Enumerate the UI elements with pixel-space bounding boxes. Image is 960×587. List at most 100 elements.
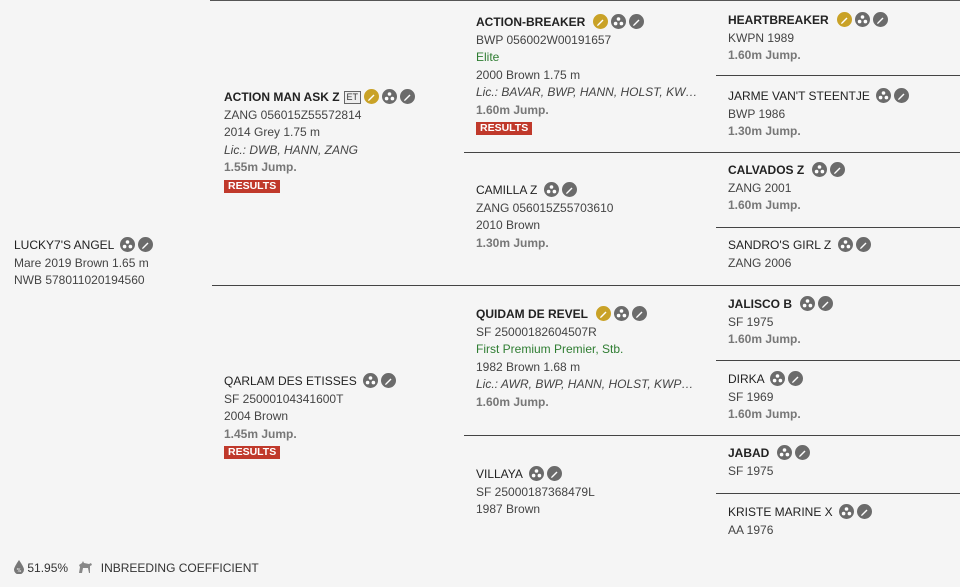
edit-icon[interactable] bbox=[629, 14, 645, 29]
svg-text:%: % bbox=[17, 568, 22, 574]
subject-name[interactable]: LUCKY7'S ANGEL bbox=[14, 238, 114, 252]
ss-elite: Elite bbox=[476, 50, 500, 64]
pedigree-icon[interactable] bbox=[611, 14, 627, 29]
dam-reg: SF 25000104341600T bbox=[224, 391, 344, 406]
pedigree-icon[interactable] bbox=[120, 237, 136, 252]
edit-icon[interactable] bbox=[546, 466, 562, 481]
sd-name[interactable]: CAMILLA Z bbox=[476, 183, 538, 197]
edit-icon[interactable] bbox=[364, 89, 380, 104]
ssd-jump: 1.30m Jump. bbox=[728, 124, 801, 138]
ds-reg: SF 25000182604507R bbox=[476, 324, 597, 339]
edit-icon[interactable] bbox=[593, 14, 609, 29]
pedigree-icon[interactable] bbox=[777, 445, 793, 460]
pedigree-icon[interactable] bbox=[854, 12, 870, 27]
divider-ss-sd bbox=[464, 152, 960, 153]
ds-elite: First Premium Premier, Stb. bbox=[476, 342, 624, 356]
edit-icon[interactable] bbox=[818, 296, 834, 311]
pedigree-icon[interactable] bbox=[876, 88, 892, 103]
dss-node: JALISCO B SF 1975 1.60m Jump. bbox=[728, 296, 834, 349]
ddd-reg: AA 1976 bbox=[728, 522, 774, 537]
ssd-name[interactable]: JARME VAN'T STEENTJE bbox=[728, 89, 870, 103]
sd-reg: ZANG 056015Z55703610 bbox=[476, 200, 614, 215]
edit-icon[interactable] bbox=[795, 445, 811, 460]
sd-info: 2010 Brown bbox=[476, 218, 541, 232]
results-button[interactable]: RESULTS bbox=[476, 122, 533, 135]
divider-dds-ddd bbox=[716, 493, 960, 494]
divider-sire-dam bbox=[212, 285, 960, 286]
edit-icon[interactable] bbox=[138, 237, 154, 252]
sire-name[interactable]: ACTION MAN ASK Z bbox=[224, 90, 340, 104]
subject-node: LUCKY7'S ANGEL Mare 2019 Brown 1.65 m NW… bbox=[14, 237, 154, 290]
ssd-node: JARME VAN'T STEENTJE BWP 1986 1.30m Jump… bbox=[728, 88, 910, 141]
pedigree-icon[interactable] bbox=[770, 371, 786, 386]
pedigree-icon[interactable] bbox=[382, 89, 398, 104]
results-button[interactable]: RESULTS bbox=[224, 446, 281, 459]
pedigree-icon[interactable] bbox=[614, 306, 630, 321]
edit-icon[interactable] bbox=[632, 306, 648, 321]
dam-info: 2004 Brown bbox=[224, 409, 289, 423]
edit-icon[interactable] bbox=[855, 237, 871, 252]
pedigree-icon[interactable] bbox=[812, 162, 828, 177]
pedigree-icon[interactable] bbox=[363, 373, 379, 388]
sss-name[interactable]: HEARTBREAKER bbox=[728, 13, 829, 27]
sdd-reg: ZANG 2006 bbox=[728, 255, 792, 270]
inbreeding-percent: 51.95% bbox=[27, 561, 69, 575]
edit-icon[interactable] bbox=[596, 306, 612, 321]
dd-info: 1987 Brown bbox=[476, 502, 541, 516]
sss-reg: KWPN 1989 bbox=[728, 30, 795, 45]
dds-reg: SF 1975 bbox=[728, 463, 774, 478]
inbreeding-footer: % 51.95% INBREEDING COEFFICIENT bbox=[14, 560, 259, 575]
ss-reg: BWP 056002W00191657 bbox=[476, 32, 612, 47]
divider-ds-dd bbox=[464, 435, 960, 436]
edit-icon[interactable] bbox=[872, 12, 888, 27]
ds-name[interactable]: QUIDAM DE REVEL bbox=[476, 307, 589, 321]
sss-jump: 1.60m Jump. bbox=[728, 48, 801, 62]
edit-icon[interactable] bbox=[561, 182, 577, 197]
et-badge: ET bbox=[343, 91, 362, 104]
ddd-name[interactable]: KRISTE MARINE X bbox=[728, 505, 833, 519]
pedigree-icon[interactable] bbox=[839, 504, 855, 519]
edit-icon[interactable] bbox=[857, 504, 873, 519]
dss-reg: SF 1975 bbox=[728, 314, 774, 329]
ss-node: ACTION-BREAKER BWP 056002W00191657 Elite… bbox=[476, 14, 700, 137]
dsd-name[interactable]: DIRKA bbox=[728, 372, 765, 386]
horse-icon bbox=[79, 561, 93, 573]
dam-name[interactable]: QARLAM DES ETISSES bbox=[224, 374, 357, 388]
pedigree-icon[interactable] bbox=[528, 466, 544, 481]
sdd-node: SANDRO'S GIRL Z ZANG 2006 bbox=[728, 237, 871, 272]
dsd-reg: SF 1969 bbox=[728, 389, 774, 404]
pedigree-icon[interactable] bbox=[837, 237, 853, 252]
sd-node: CAMILLA Z ZANG 056015Z55703610 2010 Brow… bbox=[476, 182, 613, 252]
edit-icon[interactable] bbox=[830, 162, 846, 177]
sds-node: CALVADOS Z ZANG 2001 1.60m Jump. bbox=[728, 162, 846, 215]
edit-icon[interactable] bbox=[381, 373, 397, 388]
sdd-name[interactable]: SANDRO'S GIRL Z bbox=[728, 238, 832, 252]
ssd-reg: BWP 1986 bbox=[728, 106, 786, 121]
dsd-jump: 1.60m Jump. bbox=[728, 407, 801, 421]
pedigree-icon[interactable] bbox=[543, 182, 559, 197]
dd-reg: SF 25000187368479L bbox=[476, 484, 595, 499]
dds-node: JABAD SF 1975 bbox=[728, 445, 811, 480]
ss-jump: 1.60m Jump. bbox=[476, 102, 549, 117]
edit-icon[interactable] bbox=[400, 89, 416, 104]
divider-sss-ssd bbox=[716, 75, 960, 76]
ss-name[interactable]: ACTION-BREAKER bbox=[476, 15, 586, 29]
dsd-node: DIRKA SF 1969 1.60m Jump. bbox=[728, 371, 804, 424]
pedigree-icon[interactable] bbox=[800, 296, 816, 311]
ds-jump: 1.60m Jump. bbox=[476, 394, 549, 409]
edit-icon[interactable] bbox=[894, 88, 910, 103]
sds-reg: ZANG 2001 bbox=[728, 180, 792, 195]
inbreeding-label: INBREEDING COEFFICIENT bbox=[100, 561, 259, 575]
sds-name[interactable]: CALVADOS Z bbox=[728, 163, 805, 177]
dds-name[interactable]: JABAD bbox=[728, 446, 770, 460]
dd-name[interactable]: VILLAYA bbox=[476, 467, 523, 481]
results-button[interactable]: RESULTS bbox=[224, 179, 281, 193]
edit-icon[interactable] bbox=[836, 12, 852, 27]
edit-icon[interactable] bbox=[788, 371, 804, 386]
sire-reg: ZANG 056015Z55572814 bbox=[224, 107, 362, 122]
dss-name[interactable]: JALISCO B bbox=[728, 297, 793, 311]
divider-sds-sdd bbox=[716, 227, 960, 228]
ss-info: 2000 Brown 1.75 m bbox=[476, 67, 581, 82]
dd-node: VILLAYA SF 25000187368479L 1987 Brown bbox=[476, 466, 595, 519]
sds-jump: 1.60m Jump. bbox=[728, 198, 801, 212]
